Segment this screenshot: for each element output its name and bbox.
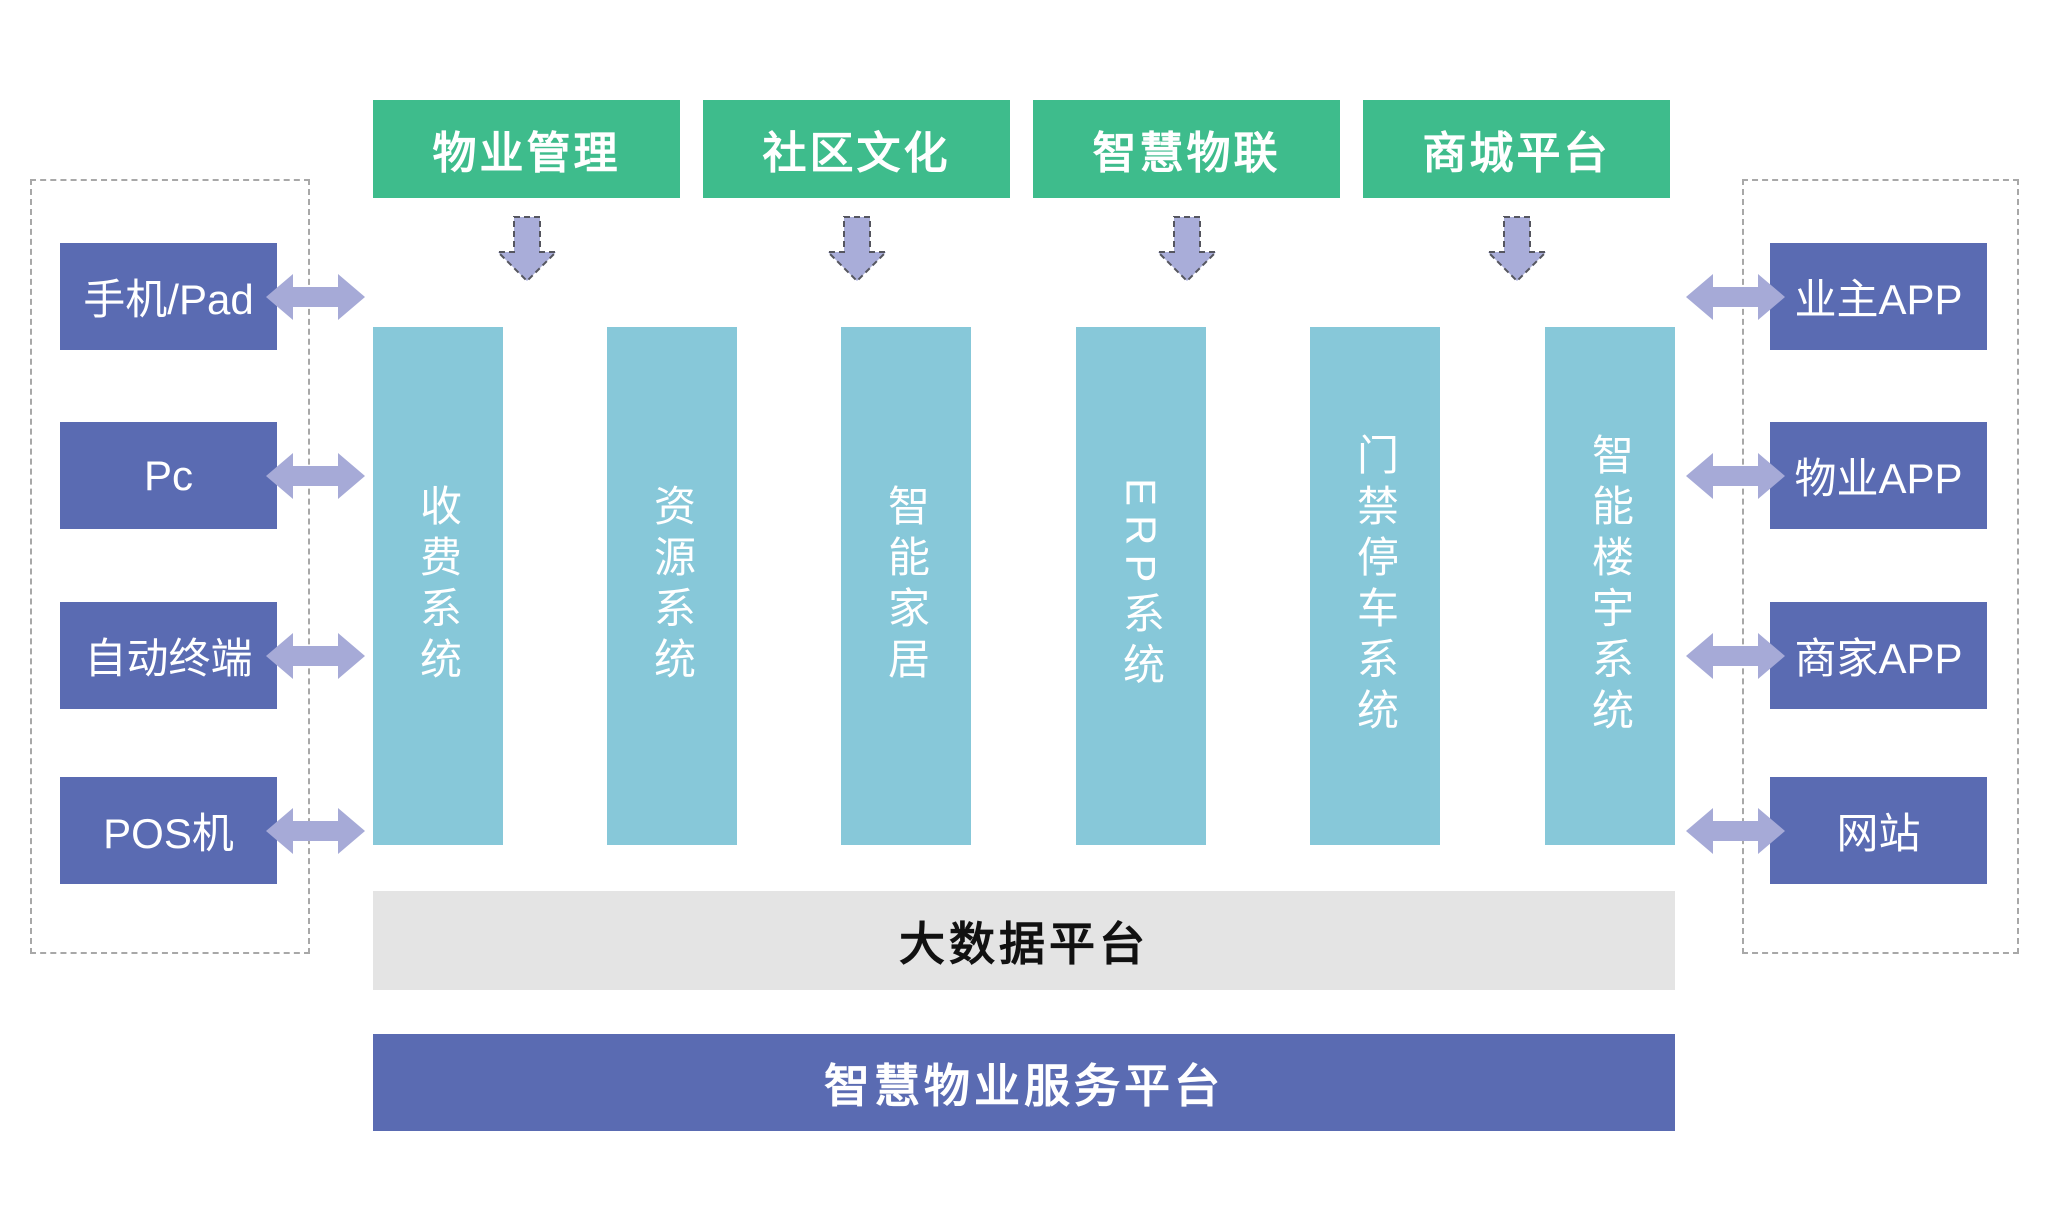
left-right-double-arrow-icon [1686,626,1785,686]
down-arrow-icon [1485,216,1549,283]
terminal-box-pc: Pc [60,422,277,529]
terminal-box-owner-app: 业主APP [1770,243,1987,350]
left-right-double-arrow-icon [266,801,365,861]
left-right-double-arrow-icon [266,446,365,506]
system-label: ERP系统 [1117,478,1165,694]
module-label: 商城平台 [1422,129,1611,178]
system-column-erp-system: ERP系统 [1076,327,1206,845]
system-label: 资源系统 [648,484,696,688]
down-arrow-icon [495,216,559,283]
module-box-mall-platform: 商城平台 [1363,100,1670,198]
system-label: 智能家居 [882,484,930,688]
left-right-double-arrow-icon [266,626,365,686]
terminal-box-merchant-app: 商家APP [1770,602,1987,709]
terminal-label: Pc [143,451,193,499]
terminal-label: 网站 [1836,810,1921,857]
terminal-label: 商家APP [1794,635,1963,682]
module-box-community-culture: 社区文化 [703,100,1010,198]
terminal-label: 业主APP [1794,276,1963,323]
left-right-double-arrow-icon [1686,267,1785,327]
terminal-label: 物业APP [1794,455,1963,502]
module-box-smart-iot: 智慧物联 [1033,100,1340,198]
terminal-box-website: 网站 [1770,777,1987,884]
terminal-box-pos-machine: POS机 [60,777,277,884]
terminal-label: 自动终端 [84,635,253,682]
system-column-access-parking-system: 门禁停车系统 [1310,327,1440,845]
module-label: 智慧物联 [1092,129,1281,178]
system-label: 智能楼宇系统 [1586,433,1634,739]
system-column-smart-building-system: 智能楼宇系统 [1545,327,1675,845]
right-terminals-panel [1742,179,2019,954]
service-platform-label: 智慧物业服务平台 [824,1059,1224,1112]
terminal-box-auto-terminal: 自动终端 [60,602,277,709]
down-arrow-icon [825,216,889,283]
system-column-smart-home: 智能家居 [841,327,971,845]
left-right-double-arrow-icon [266,267,365,327]
system-label: 门禁停车系统 [1351,433,1399,739]
left-terminals-panel [30,179,310,954]
terminal-label: POS机 [103,810,234,857]
system-label: 收费系统 [414,484,462,688]
module-label: 物业管理 [432,129,621,178]
big-data-platform-bar: 大数据平台 [373,891,1675,990]
down-arrow-icon [1155,216,1219,283]
system-column-resource-system: 资源系统 [607,327,737,845]
big-data-platform-label: 大数据平台 [899,917,1149,970]
module-box-property-management: 物业管理 [373,100,680,198]
terminal-label: 手机/Pad [83,276,254,323]
terminal-box-mobile-pad: 手机/Pad [60,243,277,350]
terminal-box-property-app: 物业APP [1770,422,1987,529]
system-column-charging-system: 收费系统 [373,327,503,845]
left-right-double-arrow-icon [1686,446,1785,506]
module-label: 社区文化 [762,129,951,178]
left-right-double-arrow-icon [1686,801,1785,861]
smart-property-service-platform-bar: 智慧物业服务平台 [373,1034,1675,1131]
